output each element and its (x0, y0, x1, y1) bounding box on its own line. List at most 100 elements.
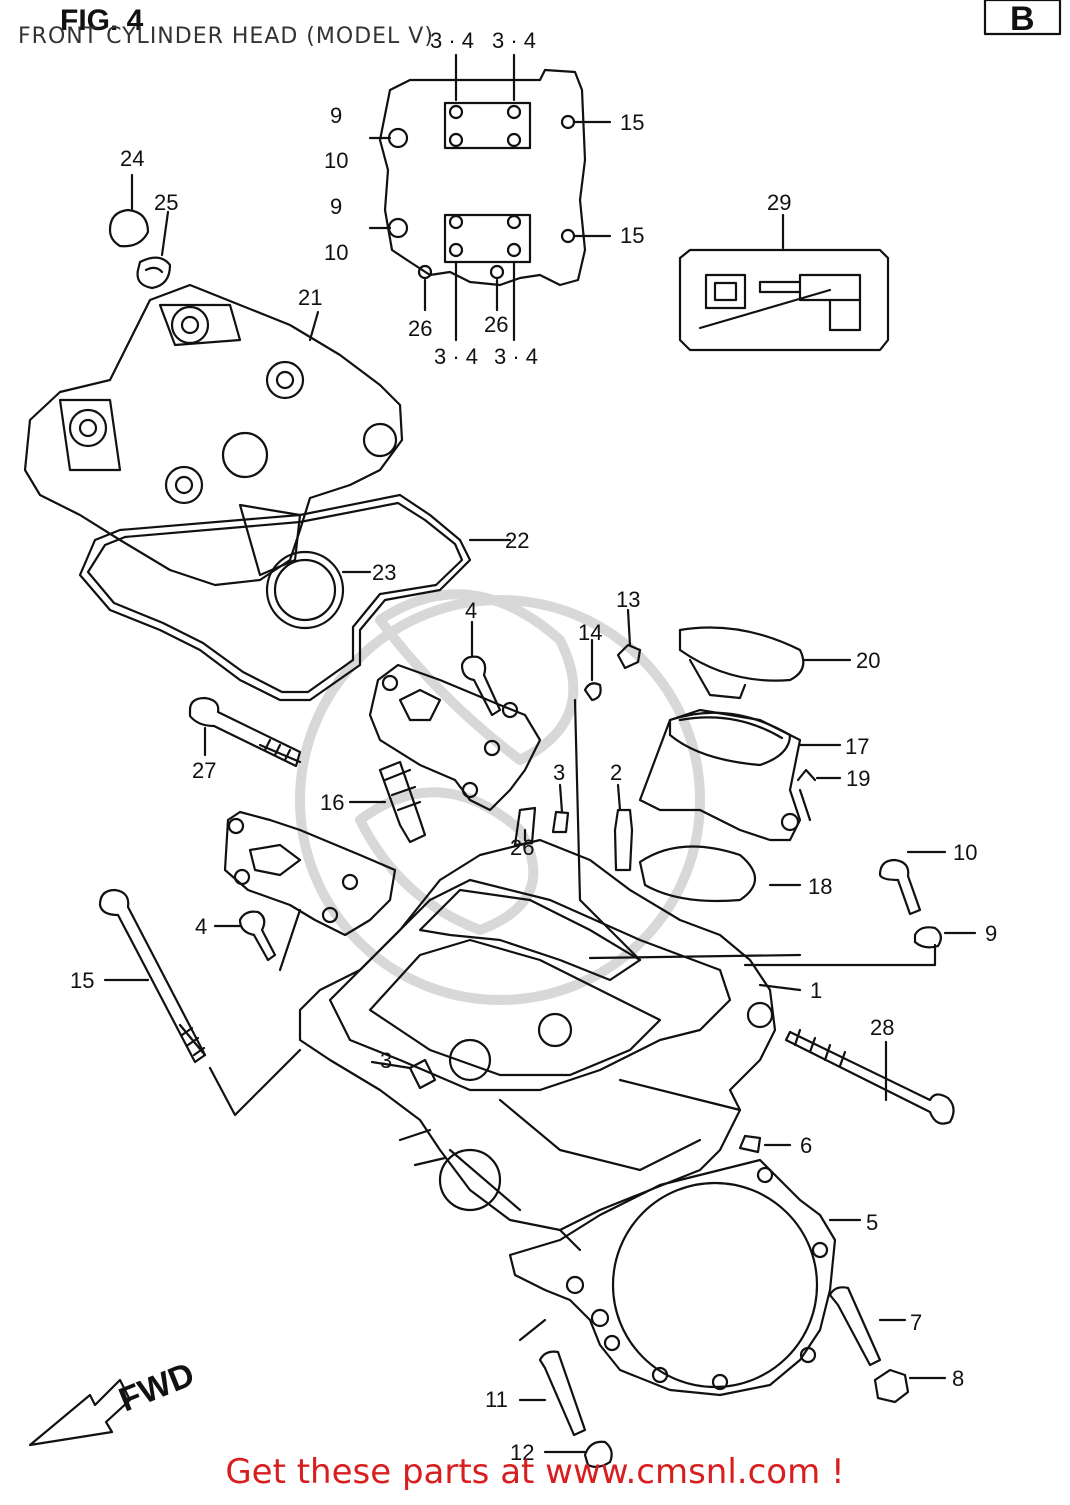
bolt-hole (560, 228, 576, 244)
callout-9: 9 (330, 103, 342, 128)
bolt-hole (387, 127, 409, 149)
callout-7: 7 (910, 1310, 922, 1335)
callout-5: 5 (866, 1210, 878, 1235)
callout-3-4: 3 · 4 (492, 28, 536, 53)
washer (583, 682, 602, 702)
bolt-hole (448, 104, 464, 120)
callout-16: 16 (320, 790, 344, 815)
cylinder-head (298, 838, 777, 1232)
callout-27: 27 (192, 758, 216, 783)
washer (913, 926, 942, 949)
bolt (784, 1030, 955, 1125)
cam-holder-lower (223, 810, 397, 937)
callout-24: 24 (120, 146, 144, 171)
callout-6: 6 (800, 1133, 812, 1158)
cover-gasket (78, 493, 472, 702)
cam-holder-upper (368, 663, 542, 812)
bolt-hole (417, 264, 433, 280)
nut (873, 1368, 910, 1404)
stud-bolt (538, 1350, 587, 1437)
callout-15: 15 (620, 223, 644, 248)
plate-window-lower (443, 213, 532, 264)
callout-17: 17 (845, 734, 869, 759)
bolt (878, 858, 922, 916)
head-plate (378, 68, 587, 287)
bolt-hole (448, 242, 464, 258)
callout-19: 19 (846, 766, 870, 791)
callout-25: 25 (154, 190, 178, 215)
callout-10: 10 (953, 840, 977, 865)
callout-28: 28 (870, 1015, 894, 1040)
callout-9: 9 (985, 921, 997, 946)
bolt (238, 910, 277, 962)
watermark-logo (295, 589, 705, 1005)
callout-14: 14 (578, 620, 602, 645)
nut (583, 1440, 613, 1469)
bolt-hole (506, 104, 522, 120)
o-ring (265, 550, 345, 630)
callout-3-4: 3 · 4 (434, 344, 478, 369)
callout-9: 9 (330, 194, 342, 219)
callout-10: 10 (324, 240, 348, 265)
callout-18: 18 (808, 874, 832, 899)
callout-23: 23 (372, 560, 396, 585)
spark-plug (378, 760, 427, 844)
bolt-hole (560, 114, 576, 130)
callout-21: 21 (298, 285, 322, 310)
grommet (136, 256, 172, 290)
callout-13: 13 (616, 587, 640, 612)
callout-10: 10 (324, 148, 348, 173)
bolt-hole (489, 264, 505, 280)
callout-26: 26 (484, 312, 508, 337)
callout-22: 22 (505, 528, 529, 553)
callout-4: 4 (465, 598, 477, 623)
callout-2: 2 (610, 760, 622, 785)
figure-label: FIG. 4 (60, 4, 144, 37)
bolt-hole (448, 132, 464, 148)
plate-window-upper (443, 101, 532, 150)
callout-26: 26 (408, 316, 432, 341)
callout-15: 15 (70, 968, 94, 993)
bolt (188, 696, 302, 768)
bolt (460, 655, 502, 717)
bolt-hole (506, 132, 522, 148)
cylinder-head-cover (23, 283, 404, 587)
callout-12: 12 (510, 1440, 534, 1465)
stud-bolt (828, 1286, 882, 1367)
bolt-hole (506, 214, 522, 230)
intake-insulator (638, 708, 802, 842)
bolt (98, 888, 207, 1064)
callout-4: 4 (195, 914, 207, 939)
intake-clamp (678, 626, 805, 682)
callout-20: 20 (856, 648, 880, 673)
callout-11: 11 (485, 1387, 508, 1412)
page-title: FRONT CYLINDER HEAD (MODEL V) (18, 24, 434, 49)
screw (616, 643, 642, 670)
caution-label-plate (678, 248, 890, 352)
callout-3-4: 3 · 4 (430, 28, 474, 53)
callout-3: 3 (380, 1048, 392, 1073)
intake-o-ring (638, 845, 756, 903)
dowel-pin (613, 808, 634, 872)
callout-3-4: 3 · 4 (494, 344, 538, 369)
callout-3: 3 (553, 760, 565, 785)
section-badge: B (1010, 0, 1035, 38)
callout-26: 26 (510, 835, 534, 860)
callout-1: 1 (810, 978, 822, 1003)
callout-29: 29 (767, 190, 791, 215)
dowel-pin (551, 810, 570, 834)
callout-8: 8 (952, 1366, 964, 1391)
bolt-hole (387, 217, 409, 239)
section-badge-box (983, 0, 1062, 36)
callout-15: 15 (620, 110, 644, 135)
cap-nut (108, 208, 150, 248)
dowel-pin (408, 1058, 437, 1090)
head-gasket (508, 1158, 837, 1397)
bolt-hole (506, 242, 522, 258)
footer-link[interactable]: Get these parts at www.cmsnl.com ! (225, 1452, 845, 1492)
bolt-hole (448, 214, 464, 230)
dowel-pin (738, 1134, 762, 1154)
direction-label: FWD (114, 1355, 200, 1419)
